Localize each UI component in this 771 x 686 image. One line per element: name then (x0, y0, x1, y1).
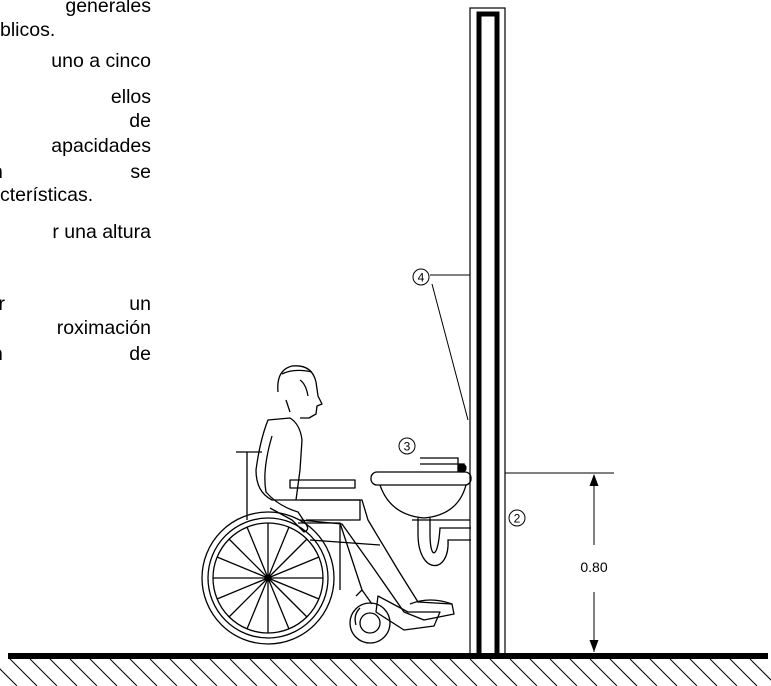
callout-2-label: 2 (514, 512, 521, 526)
callout-4-label: 4 (418, 271, 425, 285)
wall-outline (469, 7, 506, 655)
chair-frame (298, 522, 363, 597)
text-line-5: entos de (0, 110, 151, 132)
person-torso (255, 417, 303, 501)
height-dimension: 0.80 (505, 472, 614, 652)
p-trap-outer (417, 533, 471, 567)
seat (296, 499, 361, 521)
drain-tailpiece (417, 518, 431, 534)
push-handle (236, 451, 262, 520)
sink-rim (370, 471, 472, 486)
text-line-3: uno a cinco (51, 50, 151, 72)
wall-column (469, 7, 506, 655)
front-caster (349, 589, 391, 644)
floor (0, 653, 771, 686)
floor-slab (8, 653, 768, 659)
callout-4-leader (430, 274, 471, 421)
wall-core (476, 11, 500, 654)
text-line-12: rucción de (0, 343, 151, 365)
callout-3: 3 (398, 437, 416, 455)
body-text-column: generales blicos. uno a cinco de ellos e… (0, 0, 153, 430)
person-leg (299, 499, 455, 621)
text-line-2: blicos. (0, 19, 56, 41)
text-line-11: roximación (56, 317, 151, 339)
text-line-1: generales (65, 0, 151, 17)
text-line-6: apacidades (51, 135, 151, 157)
text-line-8: cterísticas. (0, 184, 94, 206)
sink-basin (379, 484, 467, 519)
callout-2: 2 (508, 509, 526, 527)
dimension-label: 0.80 (580, 559, 607, 575)
text-line-7: racción se (0, 161, 151, 183)
faucet-handle-icon (457, 463, 467, 473)
text-line-10: permitir un (0, 293, 151, 315)
wheelchair-user (201, 365, 455, 645)
floor-hatching (0, 659, 771, 686)
callout-4: 4 (412, 268, 471, 421)
p-trap-inner (429, 527, 471, 554)
callout-3-label: 3 (404, 440, 411, 454)
person-shoe (409, 599, 453, 605)
person-head (277, 365, 323, 419)
arrow-down-icon (589, 640, 599, 652)
rear-wheel (201, 511, 335, 645)
person-arm (264, 435, 309, 533)
text-line-9: r una altura (52, 221, 151, 243)
text-line-4: de ellos (0, 86, 151, 108)
lavatory-sink (370, 457, 472, 567)
faucet-spout (420, 457, 459, 472)
chair-crossbars (309, 523, 381, 590)
arrow-up-icon (589, 474, 599, 486)
armrest (289, 479, 356, 489)
footrest (375, 595, 441, 631)
